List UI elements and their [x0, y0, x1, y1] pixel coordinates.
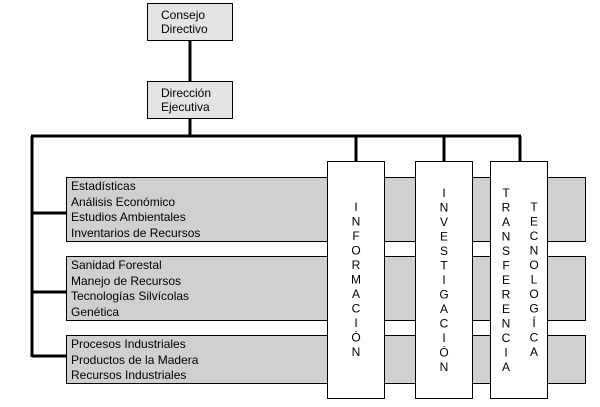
group-2-item: Manejo de Recursos — [71, 273, 182, 288]
investigacion-label: INVESTIGACIÓN — [437, 185, 451, 375]
group-3-item: Productos de la Madera — [71, 352, 199, 367]
group-1-item: Análisis Económico — [71, 194, 176, 209]
group-1-item: Estadísticas — [71, 179, 136, 193]
consejo-line-2: Directivo — [161, 22, 208, 36]
investigacion-column: INVESTIGACIÓN — [415, 161, 473, 399]
group-1-item: Estudios Ambientales — [71, 210, 186, 224]
group-2-item: Tecnologías Silvícolas — [71, 289, 190, 303]
group-3-item: Procesos Industriales — [71, 337, 186, 351]
group-2-item: Genética — [71, 304, 120, 319]
direccion-line-2: Ejecutiva — [161, 100, 210, 114]
transferencia-tecnologica-column: TRANSFERENCIA TECNOLOGÍCA — [490, 161, 548, 399]
consejo-directivo-box: Consejo Directivo — [147, 3, 233, 41]
consejo-line-1: Consejo — [161, 8, 206, 22]
informacion-label: INFORMACIÓN — [349, 200, 363, 360]
group-1-item: Inventarios de Recursos — [71, 225, 201, 240]
group-2-item: Sanidad Forestal — [71, 258, 162, 272]
informacion-column: INFORMACIÓN — [327, 161, 385, 399]
group-3-item: Recursos Industriales — [71, 368, 187, 382]
tecnologica-label: TECNOLOGÍCA — [527, 200, 541, 360]
direccion-line-1: Dirección — [161, 86, 212, 100]
transferencia-label: TRANSFERENCIA — [499, 185, 513, 375]
direccion-ejecutiva-box: Dirección Ejecutiva — [147, 81, 233, 119]
